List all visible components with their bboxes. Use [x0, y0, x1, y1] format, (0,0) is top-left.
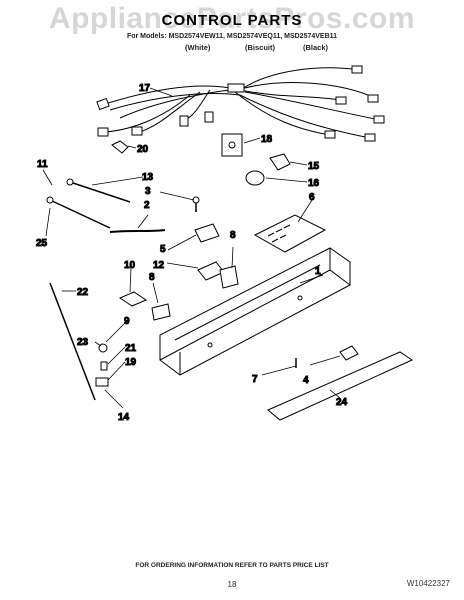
callout-6: 6: [309, 192, 315, 203]
bulb-part-16: [245, 170, 265, 186]
rail-part-22: [49, 282, 96, 401]
bracket-part-10: [118, 291, 148, 307]
callout-1: 1: [315, 266, 321, 277]
callout-24: 24: [336, 397, 348, 408]
callout-12: 12: [153, 260, 165, 271]
ordering-note: FOR ORDERING INFORMATION REFER TO PARTS …: [135, 562, 329, 569]
callout-23: 23: [77, 337, 89, 348]
variant-black: (Black): [303, 43, 329, 52]
overlay-part-24: [267, 351, 414, 421]
wire-harness: [96, 65, 385, 142]
control-housing-part-1: [159, 247, 351, 376]
variant-biscuit: (Biscuit): [245, 43, 275, 52]
callout-3: 3: [145, 186, 151, 197]
clip-part-20: [111, 140, 129, 154]
callout-20: 20: [137, 144, 149, 155]
callout-21: 21: [125, 343, 137, 354]
tube-part-2: [109, 229, 166, 233]
callout-4: 4: [303, 375, 309, 386]
callout-2: 2: [144, 200, 150, 211]
model-list: For Models: MSD2574VEW11, MSD2574VEQ11, …: [126, 33, 338, 40]
leader-lines: [42, 87, 341, 409]
variant-white: (White): [185, 43, 211, 52]
plate-part-18: [221, 133, 243, 157]
switch-part-5: [194, 223, 220, 243]
callout-14: 14: [118, 412, 130, 423]
callout-13: 13: [142, 172, 154, 183]
spacer-part-21: [100, 361, 108, 371]
shield-part-8b: [151, 303, 171, 321]
callout-8b: 8: [149, 272, 155, 283]
callout-7: 7: [252, 374, 258, 385]
shield-part-8a: [219, 265, 239, 289]
callout-17: 17: [139, 83, 151, 94]
rod-part-13: [69, 181, 131, 203]
clip-part-19: [95, 377, 109, 387]
callout-8a: 8: [230, 230, 236, 241]
callout-16: 16: [308, 178, 320, 189]
callout-25: 25: [36, 238, 48, 249]
callout-18: 18: [261, 134, 273, 145]
watermark: AppliancePartsPros.com: [48, 2, 416, 35]
document-number: W10422327: [406, 579, 450, 588]
socket-part-15: [269, 153, 291, 171]
rod-part-25: [49, 199, 111, 229]
page-number: 18: [227, 580, 237, 589]
callout-19: 19: [125, 357, 137, 368]
callout-11: 11: [37, 159, 48, 170]
callout-5: 5: [160, 244, 166, 255]
callout-15: 15: [308, 161, 320, 172]
control-board-part-6: [253, 214, 327, 253]
callout-22: 22: [77, 287, 89, 298]
callout-10: 10: [124, 260, 136, 271]
callout-9: 9: [124, 316, 130, 327]
thermistor-part-4: [339, 345, 359, 361]
page-title: CONTROL PARTS: [161, 12, 303, 29]
